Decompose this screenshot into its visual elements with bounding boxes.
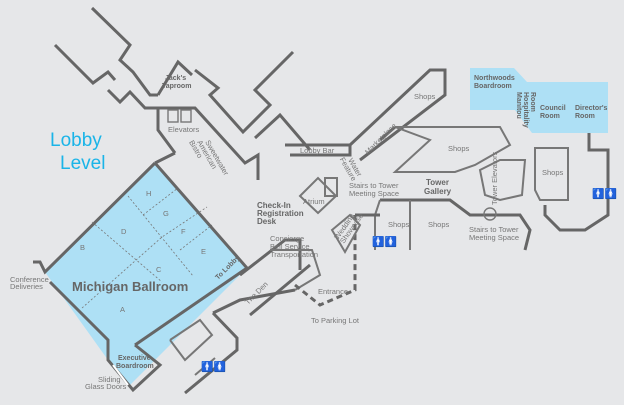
parking-label: To Parking Lot [311,316,360,325]
restroom-icon: 🚹🚺 [372,235,397,248]
shops-label-4: Shops [388,220,410,229]
water-feature-label: WaterFeature [338,152,365,182]
entrance-label: Entrance [318,287,348,296]
lobby-bar-label: Lobby Bar [300,146,335,155]
section-e: E [201,247,206,256]
right-meeting-rooms-area[interactable] [470,68,608,133]
shops-label-2: Shops [448,144,470,153]
atrium-label: Atrium [303,197,325,206]
shops-label-3: Shops [542,168,564,177]
elevators-label: Elevators [168,125,200,134]
section-a: A [120,305,125,314]
title-level: Level [60,153,105,174]
section-g: G [163,209,169,218]
shops-label-1: Shops [414,92,436,101]
restroom-icon: 🚹🚺 [592,187,617,200]
title-lobby: Lobby [50,130,102,151]
section-c: C [156,265,162,274]
restroom-icon: 🚹🚺 [201,360,226,373]
shops-label-5: Shops [428,220,450,229]
section-h: H [146,189,151,198]
ballroom-label: Michigan Ballroom [72,279,188,294]
section-f: F [181,227,186,236]
manitou-label: ManitouHospitalityRoom [515,92,536,128]
section-b: B [80,243,85,252]
section-d: D [121,227,127,236]
tower-elevators-label: Tower Elevators [490,151,499,205]
